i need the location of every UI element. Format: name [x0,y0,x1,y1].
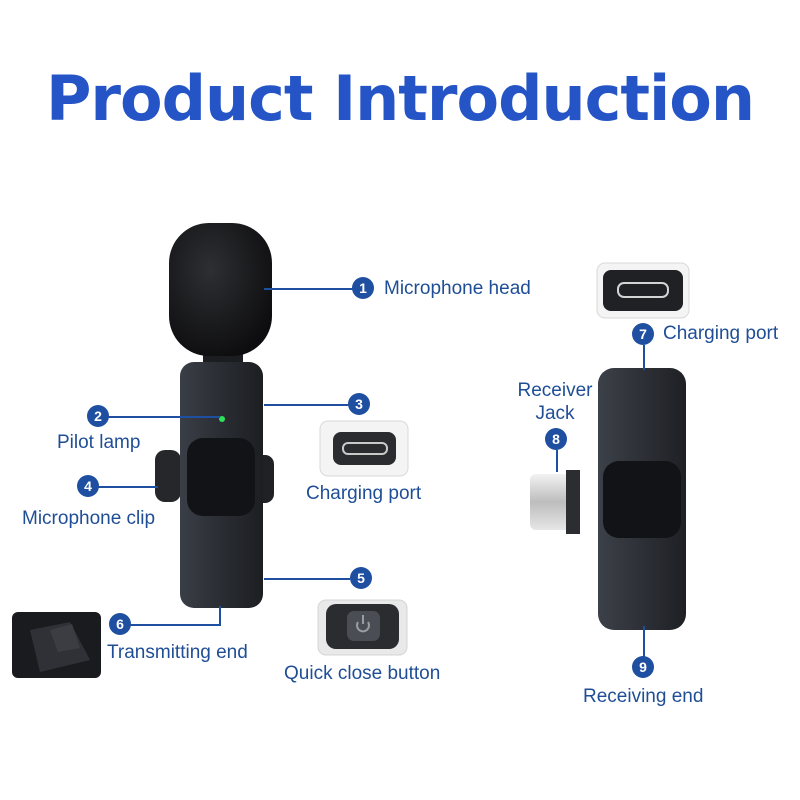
receiver-charging-port-thumbnail [596,262,690,319]
leader-line-5 [264,578,350,580]
label-receiving-end: Receiving end [583,686,704,707]
receiver-button [603,461,681,538]
callout-badge-4: 4 [77,475,99,497]
callout-badge-6: 6 [109,613,131,635]
plug-collar [566,470,580,534]
leader-line-6-v [219,606,221,626]
transmitting-end-thumbnail [12,612,101,678]
callout-badge-7: 7 [632,323,654,345]
leader-line-3 [264,404,350,406]
callout-badge-8: 8 [545,428,567,450]
mic-clip-left [155,450,181,502]
receiver-device [530,368,686,630]
usb-c-plug [530,474,575,530]
callout-badge-9: 9 [632,656,654,678]
leader-line-9 [643,626,645,658]
label-microphone-clip: Microphone clip [22,508,156,529]
leader-line-4 [98,486,158,488]
quick-close-button-thumbnail [317,599,408,656]
label-receiver-jack-line2: Jack [535,403,575,424]
label-microphone-head: Microphone head [384,278,531,299]
charging-port-thumbnail [319,420,409,477]
leader-line-7 [643,345,645,370]
callout-badge-3: 3 [348,393,370,415]
pilot-lamp-led [219,416,225,422]
label-receiver-jack-line1: Receiver [517,380,593,401]
label-pilot-lamp: Pilot lamp [57,432,141,453]
leader-line-2 [108,416,220,418]
callout-badge-5: 5 [350,567,372,589]
label-transmitting-end: Transmitting end [107,642,248,663]
page-title: Product Introduction [45,62,755,135]
transmitter-button [187,438,255,516]
label-quick-close-button: Quick close button [284,663,441,684]
transmitter-device [155,223,274,608]
leader-line-1 [264,288,354,290]
microphone-foam-head [169,223,272,356]
label-receiver-charging-port: Charging port [663,323,779,344]
label-charging-port: Charging port [306,483,422,504]
leader-line-8 [556,450,558,472]
leader-line-6-h [130,624,221,626]
callout-badge-1: 1 [352,277,374,299]
callout-badge-2: 2 [87,405,109,427]
